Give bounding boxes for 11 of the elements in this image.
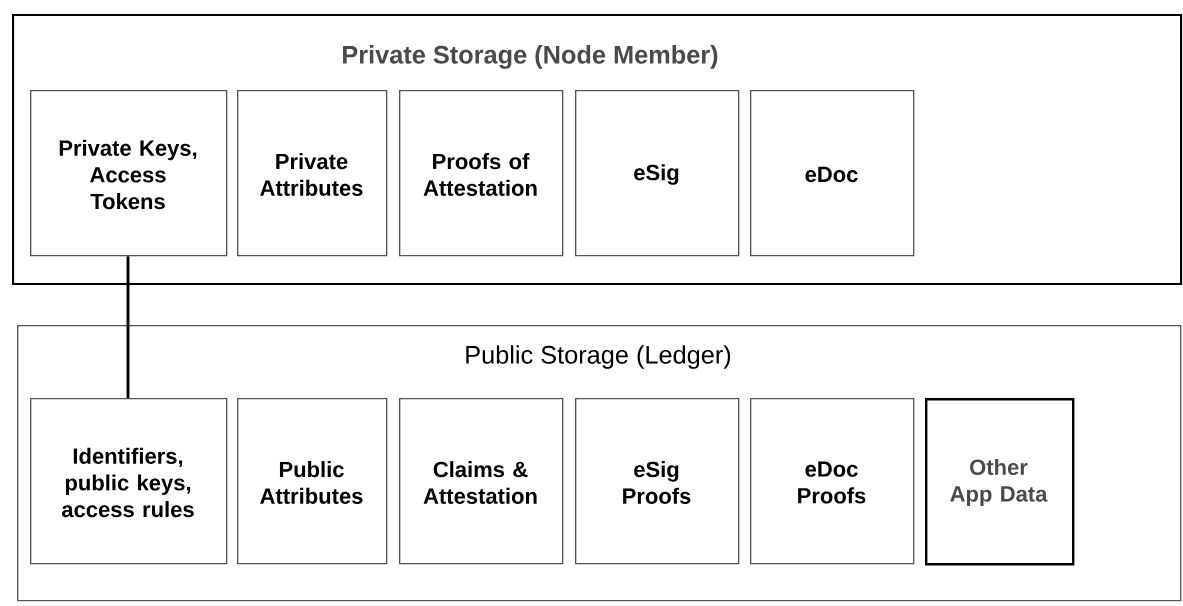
storage-box: eDoc [750, 90, 915, 257]
storage-box: Private Keys, Access Tokens [30, 90, 228, 257]
storage-box: eSig Proofs [575, 398, 740, 565]
storage-box: Other App Data [925, 398, 1075, 566]
storage-box: eDoc Proofs [750, 398, 915, 565]
storage-box: Private Attributes [237, 90, 388, 257]
storage-box: Claims & Attestation [399, 398, 564, 565]
storage-box: eSig [575, 90, 740, 257]
storage-box: Public Attributes [237, 398, 388, 565]
storage-box: Identifiers, public keys, access rules [30, 398, 228, 565]
storage-box: Proofs of Attestation [399, 90, 564, 257]
